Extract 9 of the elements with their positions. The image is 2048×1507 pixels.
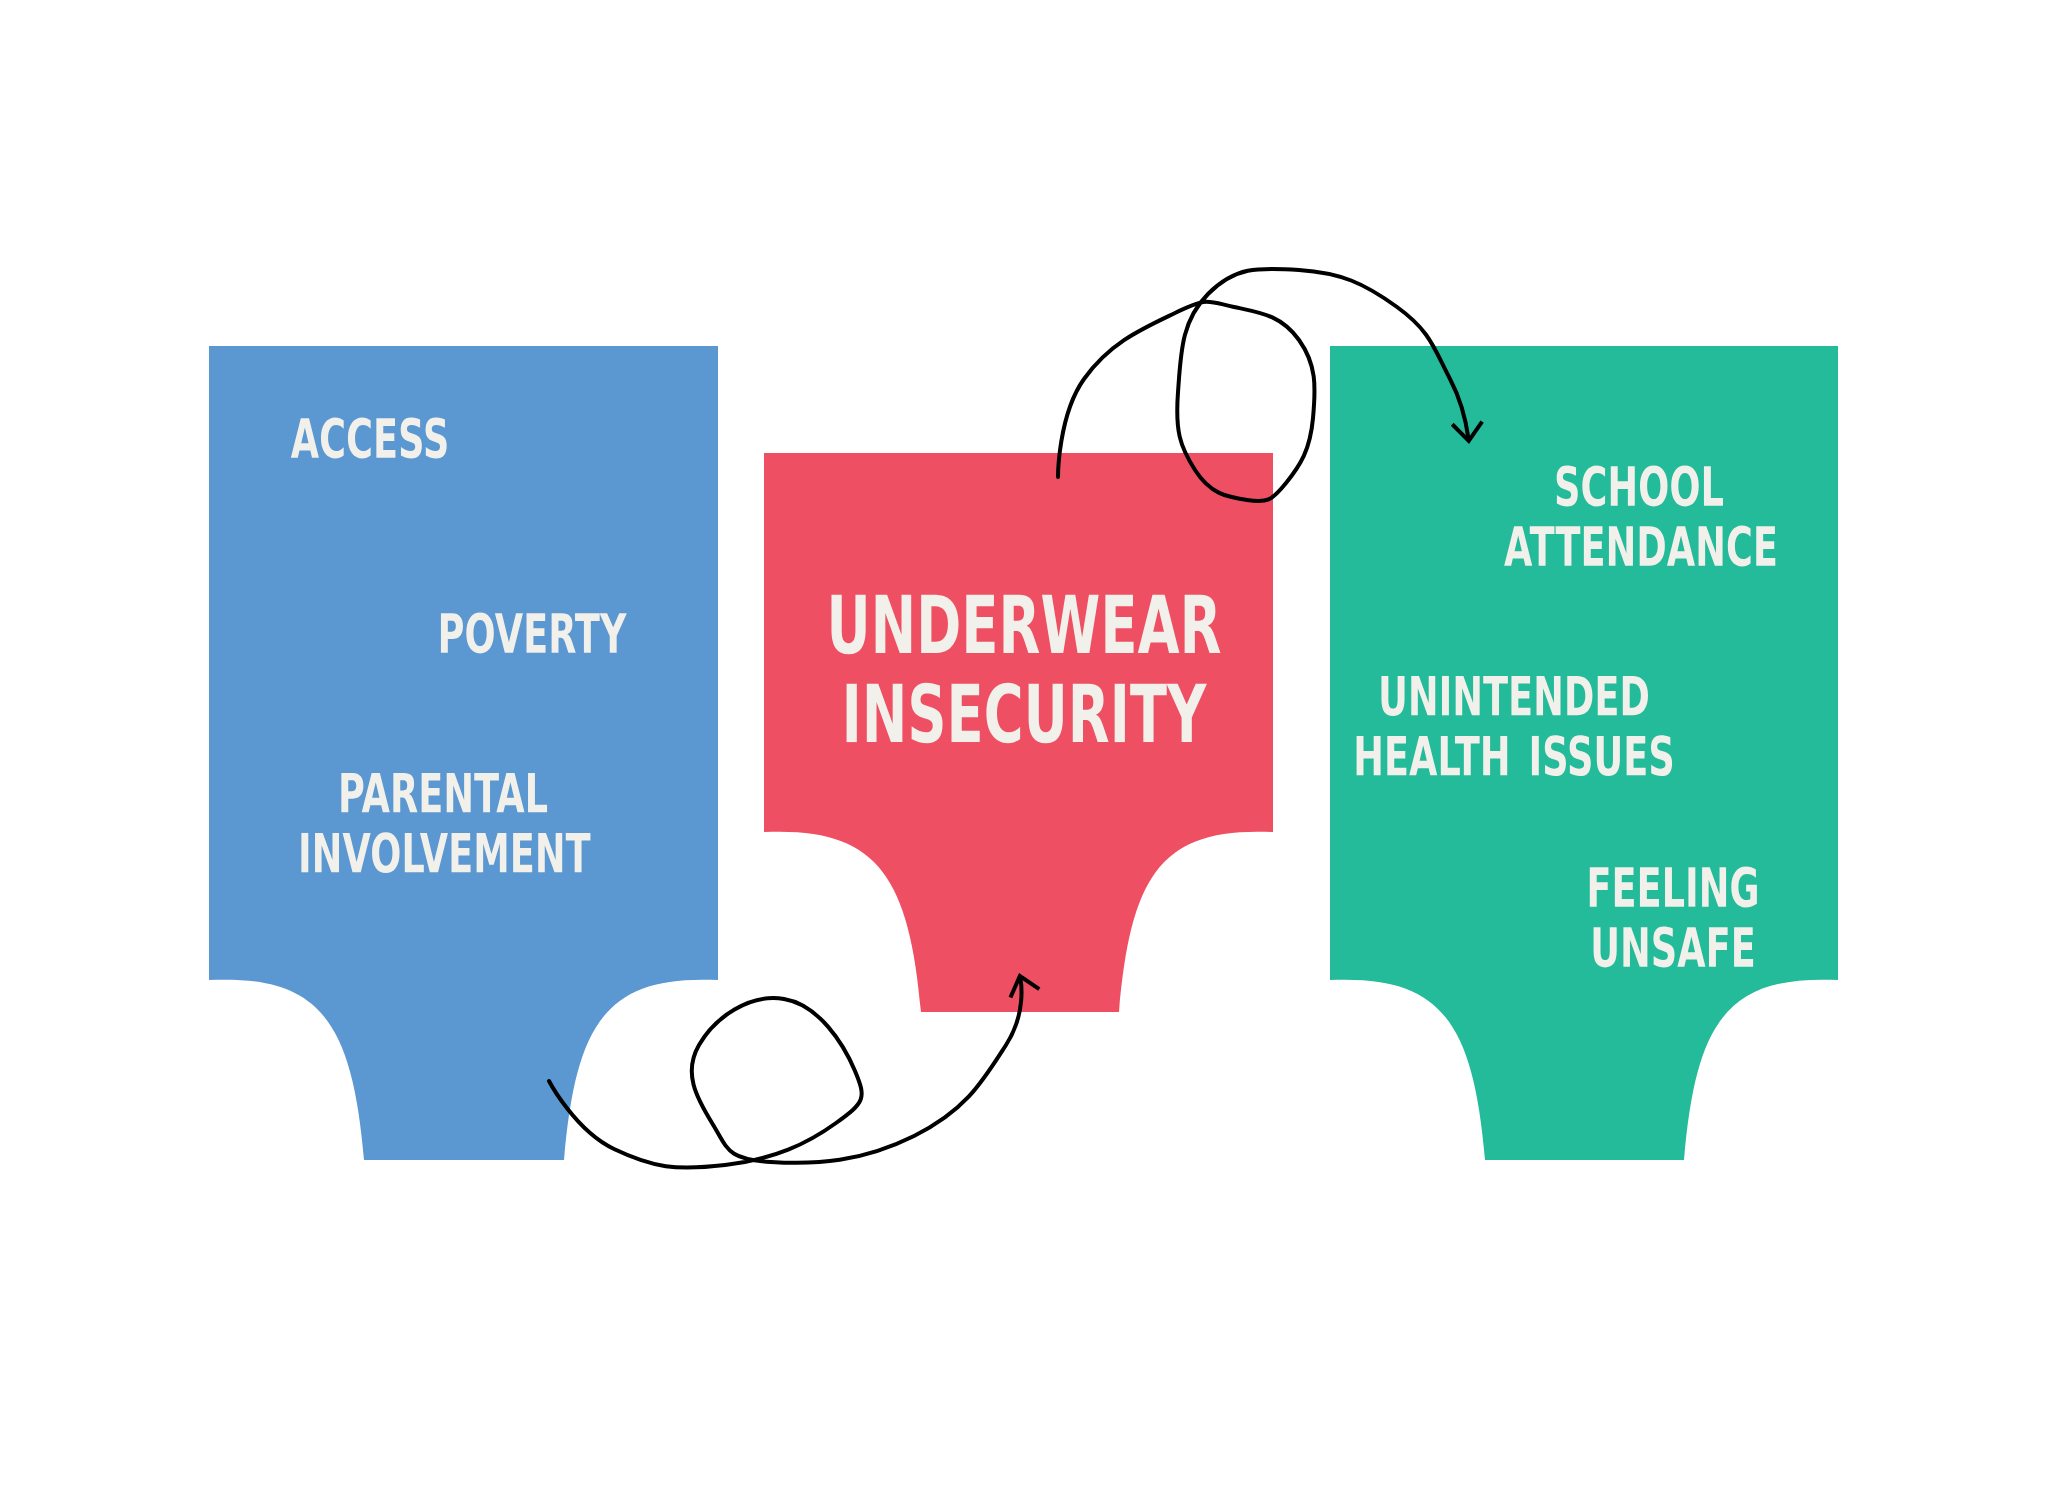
curly-arrow [1056,266,1484,504]
topic-label: ACCESS [290,417,447,459]
topic-label: SCHOOL ATTENDANCE [1504,465,1776,567]
topic-label: POVERTY [440,612,627,654]
topic-label: UNINTENDED HEALTH ISSUES [1356,675,1673,777]
topic-label: FEELING UNSAFE [1589,866,1757,968]
topic-label: UNDERWEAR INSECURITY [831,594,1221,744]
curly-arrow [547,973,1041,1170]
topic-label: PARENTAL INVOLVEMENT [301,772,591,874]
